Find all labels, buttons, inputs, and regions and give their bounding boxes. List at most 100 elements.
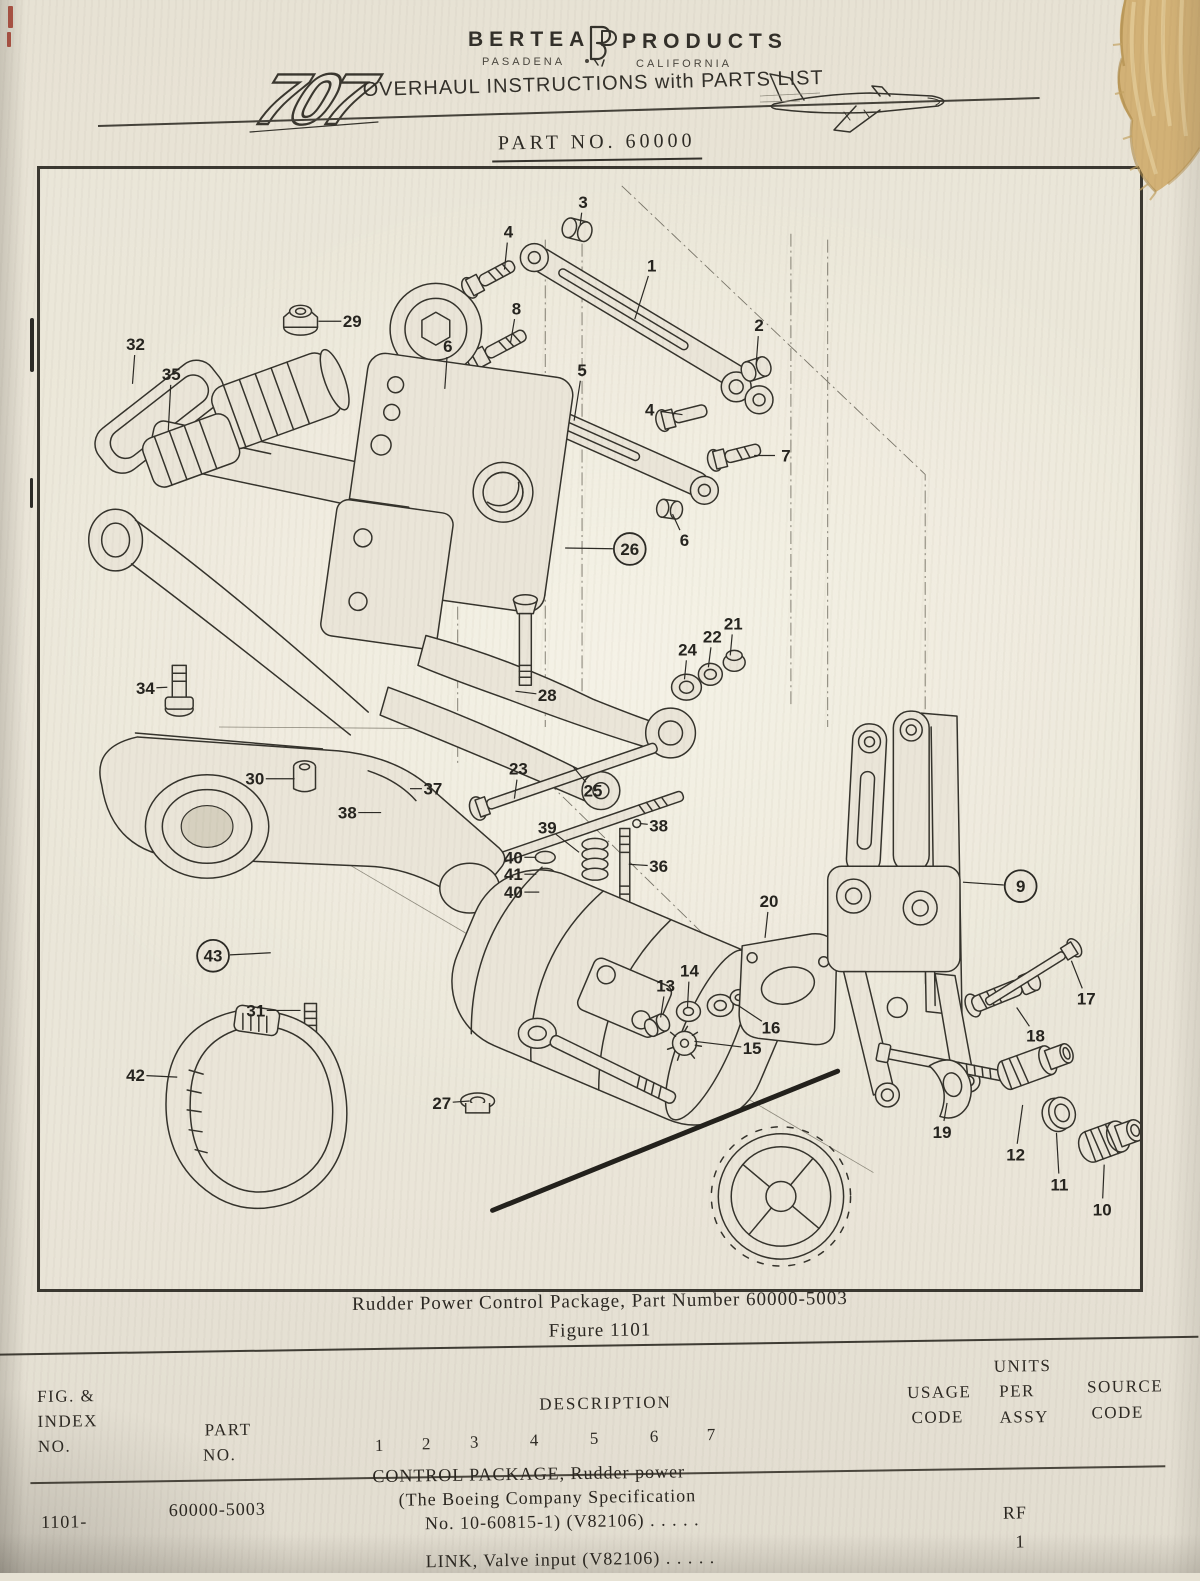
col-units-2: PER [999, 1381, 1035, 1402]
col-usage-1: USAGE [907, 1382, 971, 1403]
washer-40a [535, 851, 555, 863]
nut-21 [723, 650, 745, 671]
col-description: DESCRIPTION [539, 1393, 672, 1415]
row1-part-no: 60000-5003 [169, 1499, 266, 1521]
callout-36: 36 [649, 857, 668, 876]
callout-42: 42 [126, 1066, 145, 1085]
desc-level-1: 1 [375, 1436, 384, 1456]
callout-20: 20 [760, 892, 779, 911]
bolt-34 [165, 665, 193, 716]
callout-27: 27 [432, 1094, 451, 1113]
callout-32: 32 [126, 335, 145, 354]
callout-6: 6 [680, 531, 689, 550]
callout-8: 8 [512, 299, 521, 318]
spool-12 [994, 1037, 1077, 1092]
callout-10: 10 [1093, 1200, 1112, 1219]
callout-14: 14 [680, 962, 699, 981]
valve-body-26 [139, 283, 695, 809]
callout-34: 34 [136, 679, 155, 698]
row2-units-per-assy: 1 [1015, 1531, 1025, 1552]
bushing-3 [560, 216, 594, 243]
plug-10 [1075, 1113, 1140, 1166]
desc-level-5: 5 [590, 1429, 599, 1449]
callout-40: 40 [504, 883, 523, 902]
separator-dot [585, 59, 589, 63]
callout-28: 28 [538, 686, 557, 705]
lever-pack-9 [828, 711, 1012, 1107]
table-top-rule [0, 1336, 1198, 1356]
exploded-parts-diagram: 1234865476293235262122243428232530373838… [40, 169, 1140, 1289]
callout-29: 29 [343, 312, 362, 331]
washer-14 [677, 1002, 701, 1022]
col-fig-1: FIG. & [37, 1386, 95, 1407]
callout-25: 25 [584, 782, 603, 801]
tape-artifact [1098, 0, 1200, 226]
film-mark [7, 32, 11, 47]
callout-2: 2 [754, 316, 763, 335]
brand-name-left: BERTEA [468, 28, 590, 52]
callout-6: 6 [443, 337, 452, 356]
callout-13: 13 [656, 977, 675, 996]
desc-level-4: 4 [530, 1431, 539, 1451]
callout-37: 37 [423, 780, 442, 799]
callout-41: 41 [504, 865, 523, 884]
col-usage-2: CODE [911, 1407, 964, 1428]
callout-26: 26 [620, 540, 639, 559]
col-source-1: SOURCE [1087, 1376, 1163, 1397]
callout-31: 31 [246, 1001, 265, 1020]
callout-22: 22 [703, 627, 722, 646]
bolt-4a [458, 255, 518, 301]
callout-4: 4 [504, 223, 514, 242]
callout-15: 15 [743, 1039, 762, 1058]
housing-43 [100, 733, 505, 913]
callout-12: 12 [1006, 1146, 1025, 1165]
desc-level-2: 2 [422, 1434, 431, 1454]
desc-level-7: 7 [707, 1425, 716, 1445]
callout-39: 39 [538, 818, 557, 837]
brand-city-left: PASADENA [482, 52, 565, 70]
callout-24: 24 [678, 640, 697, 659]
row1-desc-line3: No. 10-60815-1) (V82106) . . . . . [425, 1509, 700, 1534]
washer-24 [672, 674, 702, 700]
callout-38: 38 [338, 804, 357, 823]
stud-36 [620, 828, 630, 906]
row1-desc-line2: (The Boeing Company Specification [399, 1485, 697, 1510]
callout-7: 7 [781, 446, 790, 465]
spring-39 [582, 838, 608, 880]
ring-38b [633, 820, 641, 828]
callout-19: 19 [933, 1123, 952, 1142]
col-source-2: CODE [1091, 1403, 1144, 1424]
scan-tick [30, 478, 33, 508]
page-title: OVERHAUL INSTRUCTIONS with PARTS LIST [362, 67, 824, 102]
callout-17: 17 [1077, 989, 1096, 1008]
col-units-3: ASSY [999, 1407, 1049, 1428]
bolt-17 [981, 936, 1084, 1011]
clamp-ring-42 [166, 1005, 347, 1209]
callout-35: 35 [162, 365, 181, 384]
desc-level-6: 6 [650, 1427, 659, 1447]
callout-18: 18 [1026, 1026, 1045, 1045]
callout-21: 21 [724, 615, 743, 634]
callout-16: 16 [762, 1018, 781, 1037]
row2-desc-line1: LINK, Valve input (V82106) . . . . . [425, 1547, 715, 1572]
ring-11 [1038, 1093, 1080, 1136]
bushing-6b [656, 499, 684, 520]
brand-name-right: PRODUCTS [622, 30, 788, 54]
bushing-30 [294, 761, 316, 792]
callout-30: 30 [245, 770, 264, 789]
callout-4: 4 [645, 401, 655, 420]
callout-3: 3 [578, 193, 587, 212]
callout-43: 43 [204, 947, 223, 966]
callout-5: 5 [577, 361, 586, 380]
bolt-4b [654, 399, 709, 433]
scan-tick [30, 318, 34, 372]
callout-11: 11 [1051, 1175, 1069, 1194]
col-part-1: PART [205, 1420, 252, 1441]
nut-29 [284, 305, 318, 335]
parts-table: UNITS USAGE PER SOURCE CODE ASSY CODE FI… [0, 1318, 1200, 1581]
bracket-20 [739, 934, 837, 1045]
airplane-icon [760, 60, 960, 140]
col-part-2: NO. [203, 1445, 237, 1465]
